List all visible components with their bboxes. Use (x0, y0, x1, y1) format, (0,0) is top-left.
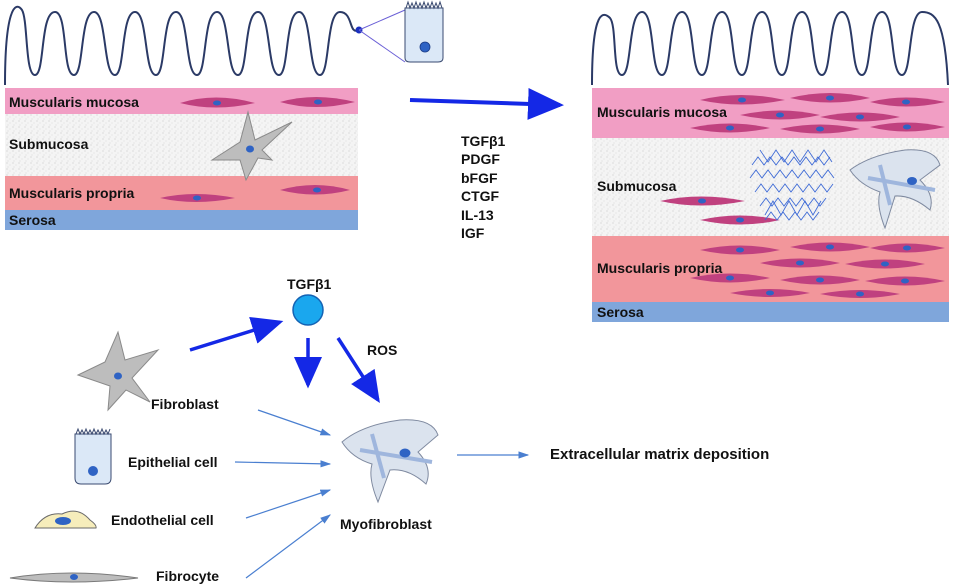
ros-label: ROS (367, 342, 397, 358)
ros-arrow (336, 337, 380, 403)
normal-wall: Muscularis mucosa Submucosa Muscularis p… (4, 0, 444, 230)
normal-serosa-label: Serosa (9, 212, 56, 228)
epithelial-label: Epithelial cell (128, 454, 217, 470)
endothelial-label: Endothelial cell (111, 512, 214, 528)
fibrotic-wall: Muscularis mucosa Submucosa Muscularis p… (591, 10, 949, 322)
endothelial-cell (34, 510, 97, 529)
normal-submucosa-layer (5, 114, 358, 176)
factor-item: TGFβ1 (461, 133, 506, 149)
zoom-line (358, 29, 406, 63)
factor-item: CTGF (461, 188, 500, 204)
fibrocyte-label: Fibrocyte (156, 568, 219, 584)
tgf-molecule (292, 294, 324, 326)
nucleus (419, 41, 431, 53)
collagen-mesh (749, 149, 835, 221)
factor-item: IL-13 (461, 207, 494, 223)
normal-submucosa-label: Submucosa (9, 136, 89, 152)
normal-smooth-muscle-cells (160, 97, 355, 202)
normal-serosa-layer (5, 210, 358, 230)
fibrotic-propria-label: Muscularis propria (597, 260, 722, 276)
transition-arrow (409, 87, 564, 120)
normal-propria-label: Muscularis propria (9, 185, 134, 201)
endothelial-to-myofibroblast-arrow (245, 489, 332, 519)
normal-villi (4, 5, 359, 86)
normal-mucosa-label: Muscularis mucosa (9, 94, 139, 110)
fibrotic-smooth-muscle-cells (660, 93, 945, 298)
fibrotic-serosa-layer (592, 302, 949, 322)
fibroblast-to-tgf-arrow (189, 316, 284, 352)
pathway: TGFβ1 ROS Fibroblast Epithelial cell End… (9, 276, 769, 584)
epithelial-to-myofibroblast-arrow (234, 460, 332, 468)
fibroblast-cell (76, 330, 160, 412)
myofibroblast-label: Myofibroblast (340, 516, 432, 532)
factor-item: IGF (461, 225, 485, 241)
epithelial-cell-zoom (404, 0, 444, 63)
fibrocyte-cell (9, 572, 139, 583)
factor-item: bFGF (461, 170, 498, 186)
fibrocyte-to-myofibroblast-arrow (245, 514, 331, 579)
fibrotic-villi (591, 10, 949, 86)
ecm-outcome-label: Extracellular matrix deposition (550, 446, 769, 463)
fibroblast-to-myofibroblast-arrow (257, 409, 332, 436)
fibrotic-submucosa-label: Submucosa (597, 178, 677, 194)
factors-list: TGFβ1 PDGF bFGF CTGF IL-13 IGF (461, 133, 506, 241)
fibroblast-label: Fibroblast (151, 396, 219, 412)
fibrotic-serosa-label: Serosa (597, 304, 644, 320)
normal-fibroblast (210, 110, 293, 182)
tgf-label: TGFβ1 (287, 276, 332, 292)
zoom-line (358, 9, 406, 31)
fibrotic-myofibroblast (849, 149, 941, 230)
epithelial-cell (74, 427, 112, 485)
myofibroblast-cell (341, 419, 439, 504)
factor-item: PDGF (461, 151, 500, 167)
fibrotic-mucosa-label: Muscularis mucosa (597, 104, 727, 120)
